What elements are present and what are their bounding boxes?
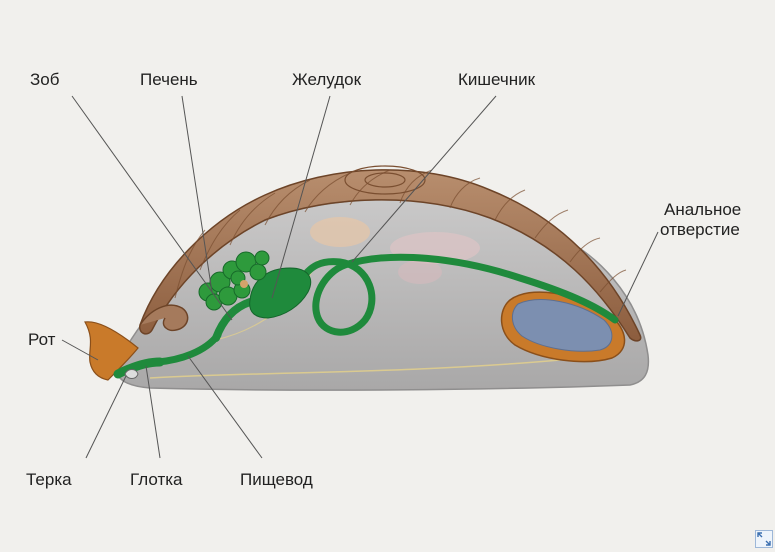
leader-analnoe: [618, 232, 658, 316]
expand-button[interactable]: [755, 530, 773, 548]
liver-duct: [240, 280, 248, 288]
label-zheludok: Желудок: [292, 70, 361, 90]
label-zob: Зоб: [30, 70, 59, 90]
leader-zob: [72, 96, 232, 320]
radula: [125, 370, 138, 379]
label-kishechnik: Кишечник: [458, 70, 535, 90]
label-pechen: Печень: [140, 70, 198, 90]
heart-organ: [310, 217, 370, 247]
gonad-organ: [398, 260, 442, 284]
label-analnoe-line2: отверстие: [660, 220, 740, 240]
label-rot: Рот: [28, 330, 55, 350]
label-pishchevod: Пищевод: [240, 470, 313, 490]
label-analnoe-line1: Анальное: [664, 200, 741, 220]
label-terka: Терка: [26, 470, 72, 490]
expand-icon: [756, 531, 772, 547]
leader-terka: [86, 376, 126, 458]
label-glotka: Глотка: [130, 470, 183, 490]
